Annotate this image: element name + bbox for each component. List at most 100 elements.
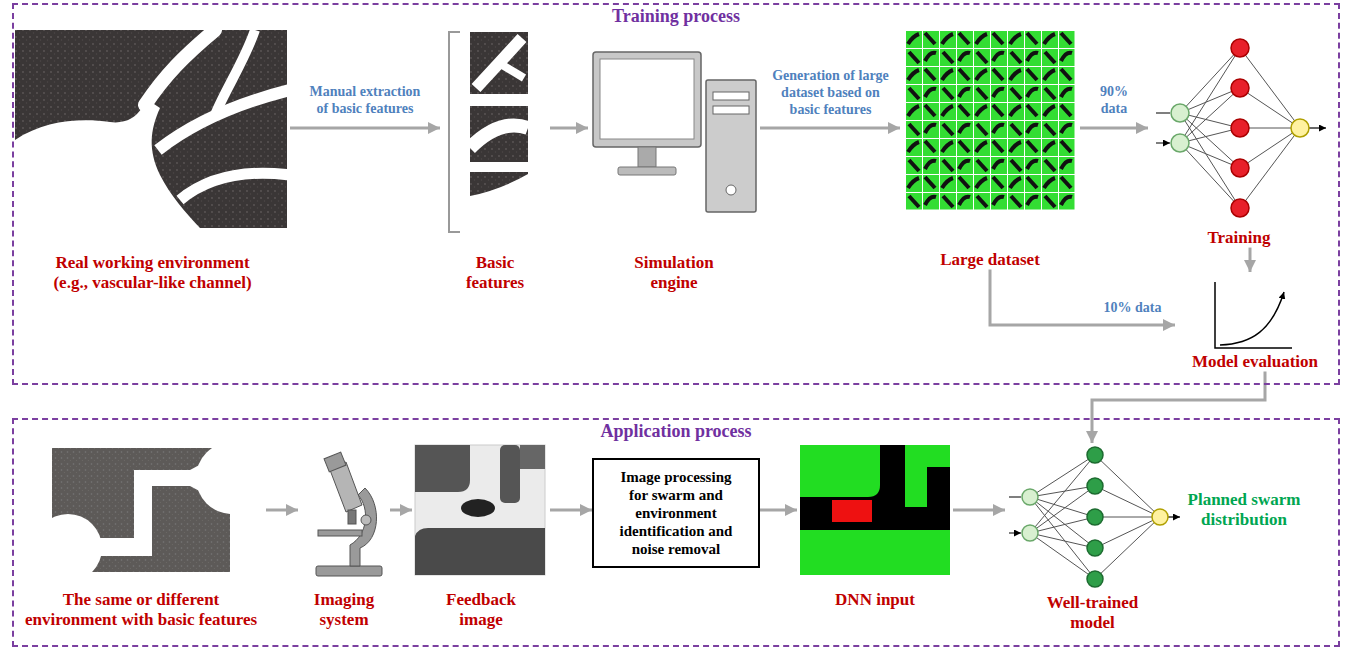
neural-network-training — [1231, 159, 1249, 177]
caption: Well-trained model — [1043, 593, 1143, 632]
illustration-node: The same or different environment with b… — [16, 445, 266, 629]
test-environment-image — [196, 448, 230, 514]
basic-feature-images — [470, 172, 528, 232]
microscope-icon — [361, 515, 371, 525]
vascular-channel-image — [15, 30, 287, 228]
dnn-input-image — [905, 445, 927, 507]
flow-arrow — [266, 509, 298, 512]
vascular-channel-image — [180, 173, 287, 200]
neural-network-training — [1231, 119, 1249, 137]
neural-network-training — [1156, 39, 1326, 217]
process-box: Image processing for swarm and environme… — [592, 458, 760, 568]
neural-network-trained — [1168, 516, 1180, 517]
caption: Large dataset — [905, 250, 1075, 270]
computer-icon — [593, 52, 701, 147]
flow-arrow — [1080, 127, 1148, 130]
illustration-node: Feedback image — [412, 445, 550, 629]
neural-network-trained — [1030, 455, 1160, 579]
dnn-input-image — [832, 500, 872, 522]
basic-feature-images — [449, 32, 460, 232]
dnn-input-image — [927, 445, 950, 467]
basic-feature-images — [470, 174, 528, 232]
flow-arrow — [550, 127, 588, 130]
caption: Real working environment (e.g., vascular… — [45, 253, 260, 292]
basic-feature-images — [449, 32, 528, 232]
feedback-image — [520, 445, 545, 469]
feedback-image — [415, 528, 545, 575]
neural-network-trained — [1022, 489, 1038, 505]
computer-icon — [706, 80, 756, 212]
computer-icon — [600, 59, 694, 139]
process-band: Training processReal working environment… — [12, 3, 1340, 385]
evaluation-chart — [1215, 282, 1292, 348]
edge-label: Manual extraction of basic features — [305, 84, 425, 118]
illustration-node: Imaging system — [298, 445, 390, 629]
neural-network-trained — [1022, 525, 1038, 541]
neural-network-training — [1171, 104, 1189, 122]
illustration-node: Training — [1148, 28, 1330, 248]
dnn-input-image — [800, 445, 950, 575]
dnn-input-image — [800, 445, 880, 497]
illustration-node: Large dataset — [900, 28, 1080, 270]
computer-icon — [713, 92, 749, 100]
neural-network-training — [1171, 134, 1189, 152]
band-title: Application process — [14, 421, 1338, 442]
process-text: Image processing for swarm and environme… — [614, 468, 738, 558]
process-band: Application processThe same or different… — [12, 418, 1340, 647]
edge-label: Generation of large dataset based on bas… — [768, 68, 893, 118]
neural-network-training — [1231, 199, 1249, 217]
test-environment-image — [52, 448, 230, 572]
microscope-icon — [318, 530, 362, 536]
flow-arrow — [990, 270, 1175, 325]
basic-feature-images — [470, 32, 528, 94]
feedback-image — [415, 445, 545, 575]
caption: Imaging system — [304, 590, 384, 629]
edge-label: 10% data — [1095, 300, 1170, 317]
neural-network-training — [1291, 119, 1309, 137]
microscope-icon — [324, 452, 346, 472]
basic-feature-images — [499, 63, 524, 78]
illustration-node: Real working environment (e.g., vascular… — [15, 28, 290, 292]
computer-icon — [618, 167, 676, 175]
computer-icon — [713, 106, 749, 114]
neural-network-trained — [1087, 447, 1103, 463]
microscope-icon — [316, 566, 382, 576]
evaluation-chart — [1220, 292, 1284, 345]
flow-arrow — [760, 127, 900, 130]
neural-network-training — [1156, 113, 1170, 143]
microscope-icon — [348, 510, 356, 524]
feedback-image — [500, 445, 520, 503]
illustration-node: Model evaluation — [1175, 272, 1335, 372]
feedback-image — [415, 445, 470, 492]
illustration-node: Well-trained model — [1005, 443, 1180, 632]
basic-feature-images — [470, 106, 528, 162]
vascular-channel-image — [145, 30, 215, 105]
flow-arrow — [550, 509, 592, 512]
neural-network-trained — [1009, 447, 1180, 587]
neural-network-training — [1231, 79, 1249, 97]
neural-network-trained — [1087, 540, 1103, 556]
vascular-channel-image — [215, 30, 255, 115]
neural-network-training — [1231, 39, 1249, 57]
microscope-icon — [316, 452, 382, 576]
edge-label: 90% data — [1090, 84, 1138, 118]
dnn-input-image — [800, 530, 950, 575]
test-environment-image — [134, 470, 194, 486]
flow-arrow — [953, 509, 1005, 512]
illustration-node: Basic features — [440, 28, 550, 292]
computer-icon — [726, 185, 736, 195]
dataset-grid — [905, 30, 1075, 210]
caption: Simulation engine — [624, 253, 724, 292]
neural-network-trained — [1009, 497, 1021, 533]
flow-arrow — [1249, 248, 1252, 272]
illustration-node: Simulation engine — [588, 28, 760, 292]
neural-network-trained — [1087, 478, 1103, 494]
vascular-channel-image — [15, 30, 287, 228]
band-title: Training process — [14, 6, 1338, 27]
caption: The same or different environment with b… — [19, 590, 264, 629]
flow-arrow — [1092, 372, 1265, 443]
evaluation-chart — [1215, 282, 1292, 348]
feedback-image — [415, 445, 545, 575]
vascular-channel-image — [15, 100, 200, 228]
